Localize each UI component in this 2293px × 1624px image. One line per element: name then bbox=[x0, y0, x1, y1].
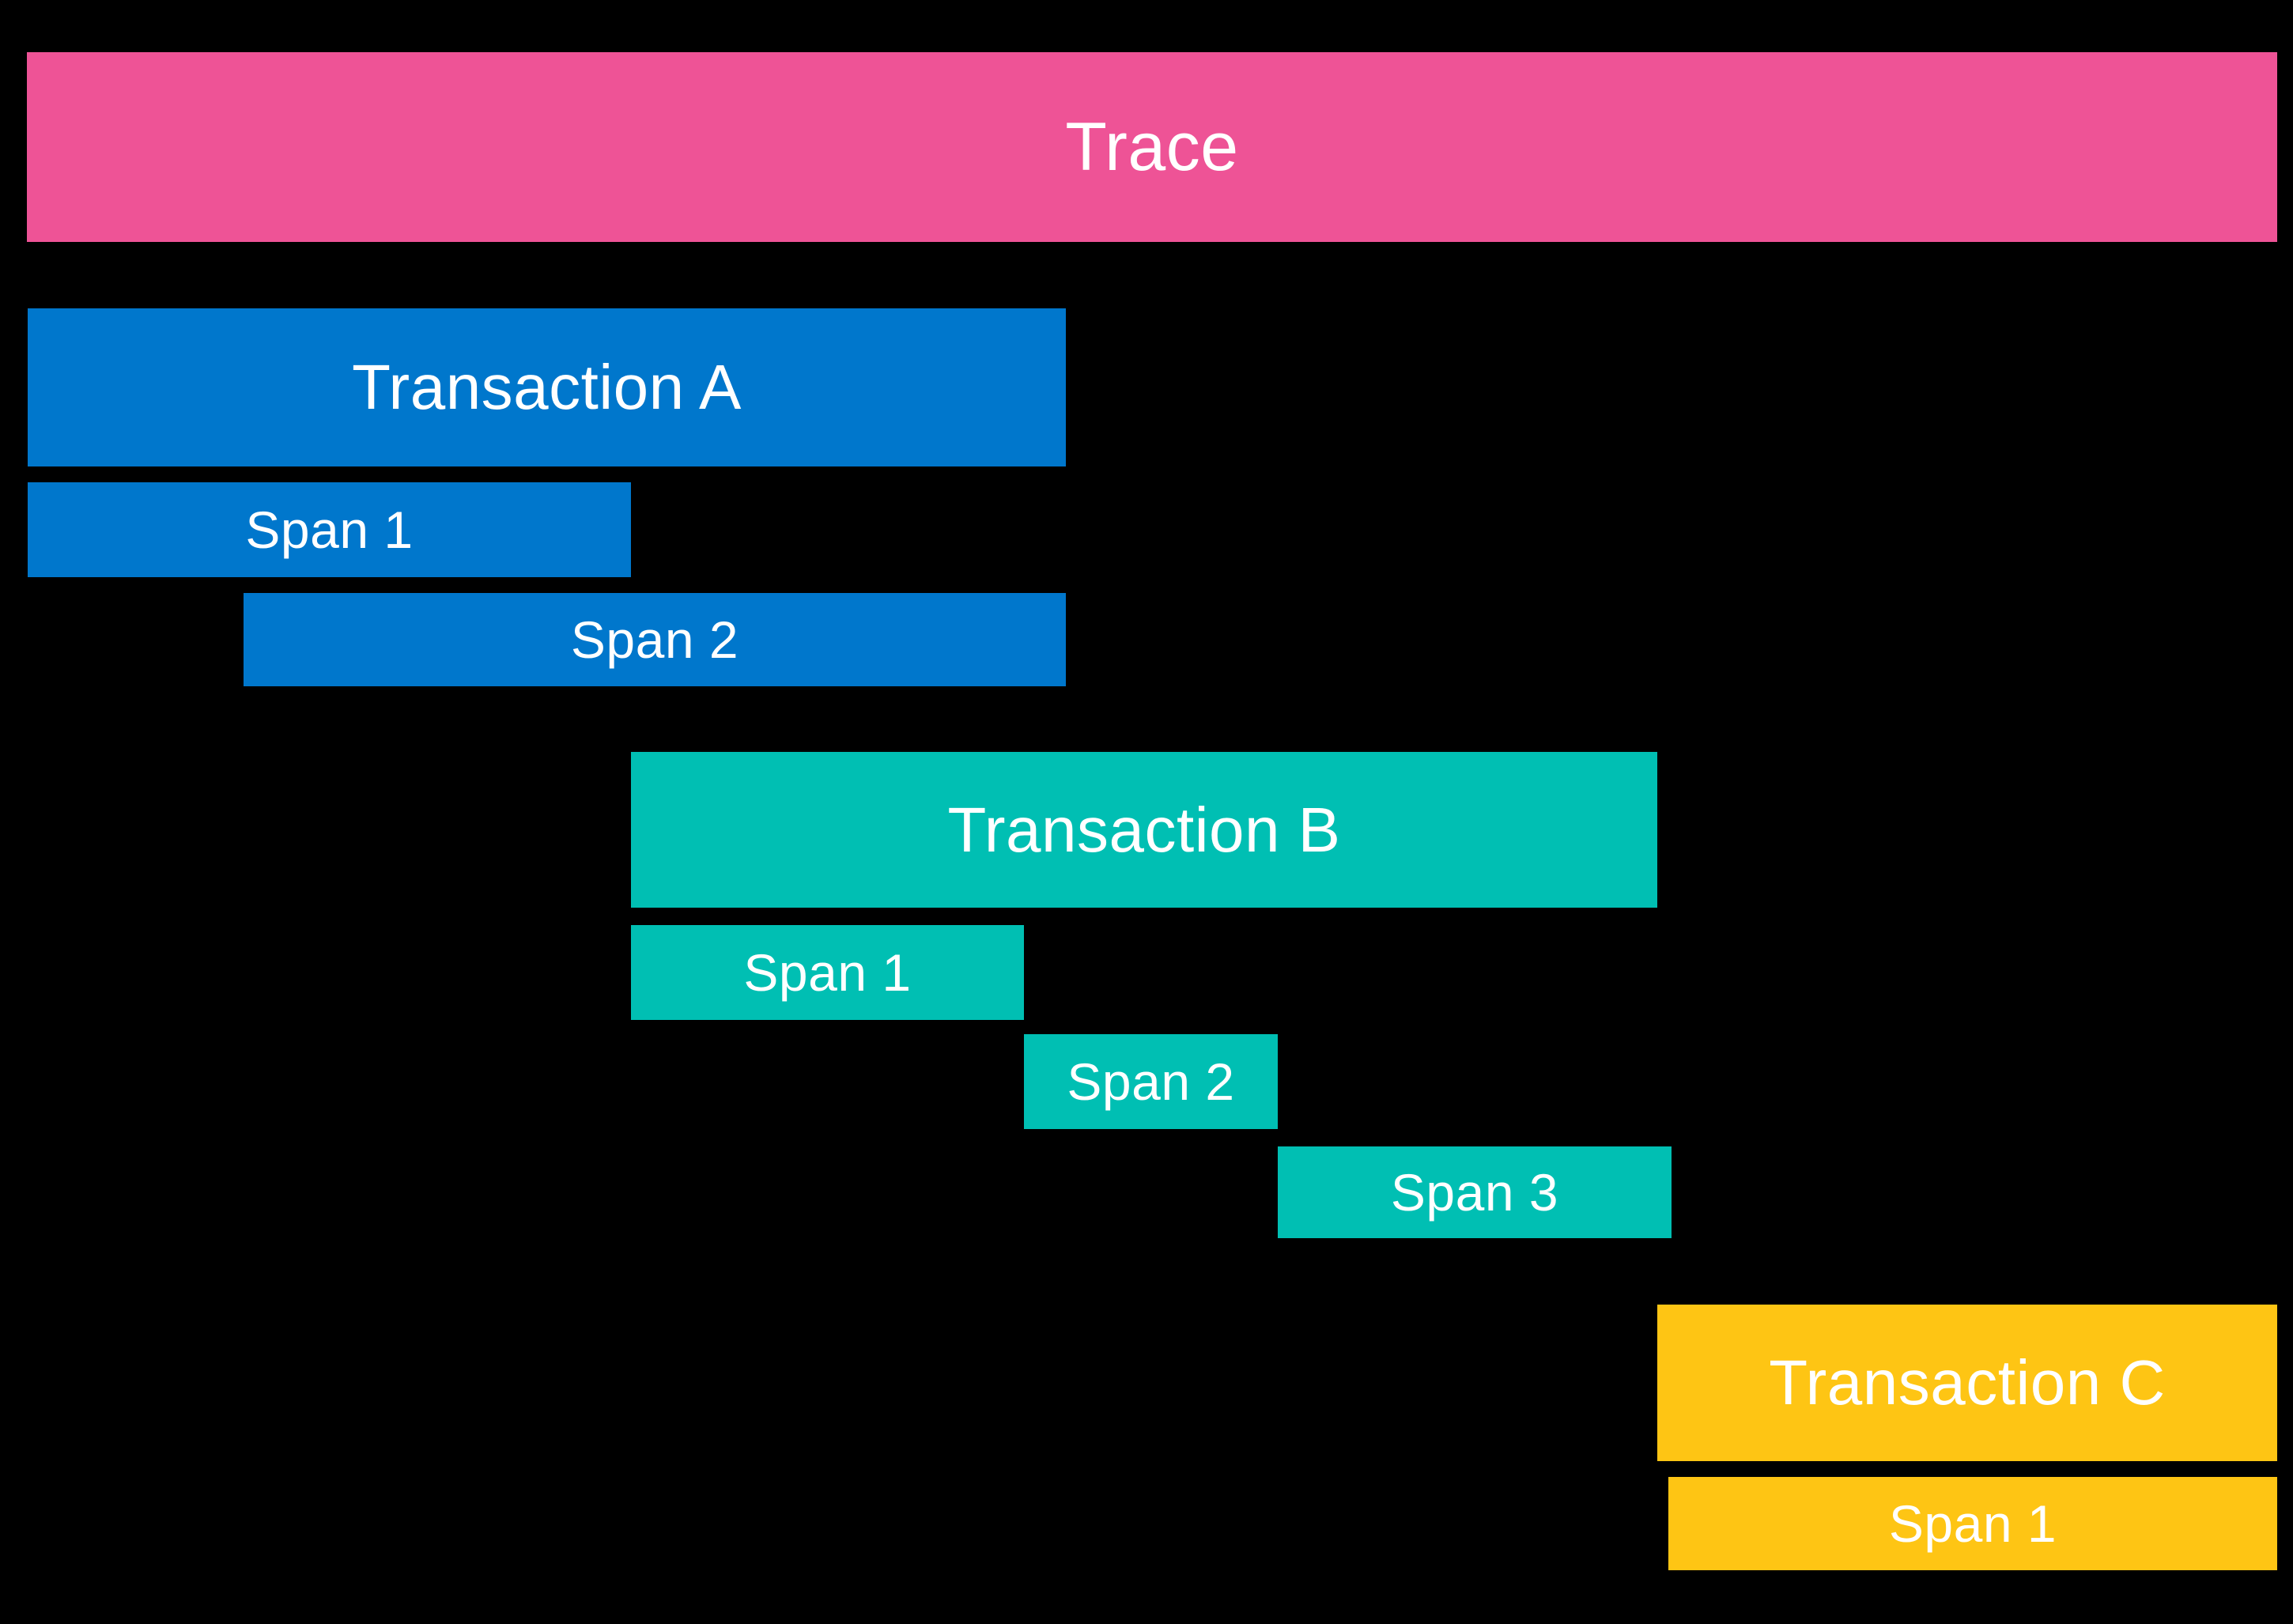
transaction-a-span-2-label: Span 2 bbox=[570, 610, 739, 669]
transaction-a-span-1-label: Span 1 bbox=[245, 500, 414, 559]
trace-bar-label: Trace bbox=[1065, 109, 1239, 185]
transaction-b-span-3-label: Span 3 bbox=[1390, 1163, 1559, 1222]
transaction-c-label: Transaction C bbox=[1769, 1347, 2166, 1418]
transaction-a-span-1-bar: Span 1 bbox=[28, 482, 631, 577]
transaction-c-bar: Transaction C bbox=[1657, 1305, 2277, 1461]
transaction-b-span-1-bar: Span 1 bbox=[631, 925, 1024, 1020]
trace-bar: Trace bbox=[27, 52, 2277, 242]
transaction-b-bar: Transaction B bbox=[631, 752, 1657, 908]
transaction-b-span-2-label: Span 2 bbox=[1067, 1052, 1235, 1111]
transaction-c-span-1-label: Span 1 bbox=[1888, 1494, 2057, 1553]
transaction-b-span-2-bar: Span 2 bbox=[1024, 1034, 1278, 1129]
transaction-a-bar: Transaction A bbox=[28, 308, 1066, 466]
transaction-b-label: Transaction B bbox=[947, 794, 1341, 865]
transaction-b-span-1-label: Span 1 bbox=[743, 943, 912, 1002]
transaction-a-label: Transaction A bbox=[352, 352, 742, 422]
transaction-a-span-2-bar: Span 2 bbox=[244, 593, 1066, 686]
transaction-c-span-1-bar: Span 1 bbox=[1668, 1477, 2277, 1570]
transaction-b-span-3-bar: Span 3 bbox=[1278, 1146, 1672, 1238]
